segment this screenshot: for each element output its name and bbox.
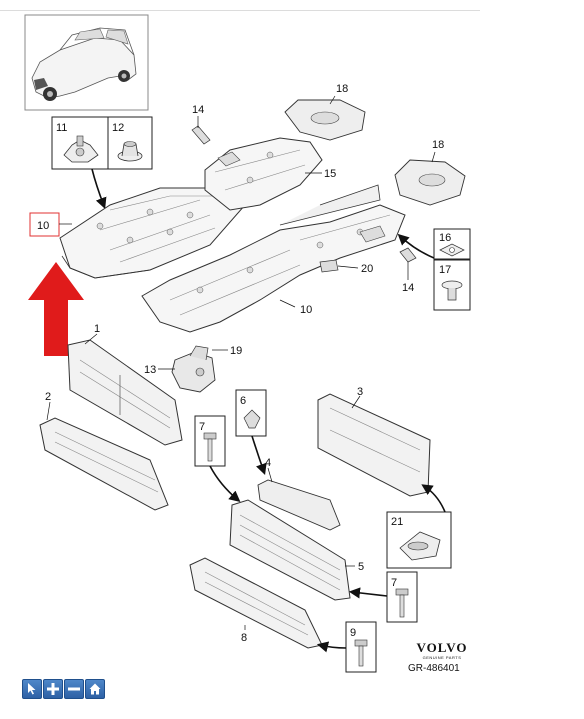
- callout-4[interactable]: 4: [265, 457, 271, 469]
- home-button[interactable]: [85, 679, 105, 699]
- part-14-clip-upper[interactable]: [191, 125, 211, 145]
- part-18-upper[interactable]: [284, 99, 366, 141]
- callout-14-lower[interactable]: 14: [402, 282, 414, 294]
- callout-6[interactable]: 6: [240, 395, 246, 407]
- callout-3[interactable]: 3: [357, 386, 363, 398]
- volvo-logo: VOLVO GENUINE PARTS: [414, 640, 470, 660]
- callout-5[interactable]: 5: [358, 561, 364, 573]
- part-5-shutter-assembly[interactable]: [229, 499, 351, 601]
- callout-7a[interactable]: 7: [199, 421, 205, 433]
- zoom-in-button[interactable]: [43, 679, 63, 699]
- callout-10-lower[interactable]: 10: [300, 304, 312, 316]
- vehicle-thumbnail: [24, 14, 149, 111]
- callout-21[interactable]: 21: [391, 516, 403, 528]
- leader-arrow-21: [421, 484, 446, 513]
- callout-2[interactable]: 2: [45, 391, 51, 403]
- underbody-panel-left[interactable]: [59, 187, 246, 279]
- callout-15[interactable]: 15: [324, 168, 336, 180]
- home-icon: [89, 683, 101, 695]
- callout-7b[interactable]: 7: [391, 577, 397, 589]
- detail-box-17[interactable]: 17: [433, 259, 471, 311]
- detail-box-7b[interactable]: 7: [386, 571, 418, 623]
- header-divider: [0, 0, 480, 11]
- underbody-panel-right[interactable]: [141, 184, 406, 333]
- part-4-rail[interactable]: [257, 479, 341, 531]
- zoom-out-icon: [68, 683, 80, 695]
- callout-13[interactable]: 13: [144, 364, 156, 376]
- highlight-box-10: [29, 212, 60, 237]
- callout-10-highlighted[interactable]: 10: [37, 220, 49, 232]
- part-14-clip-lower[interactable]: [399, 247, 417, 263]
- leader-arrow-6: [251, 435, 267, 476]
- highlight-arrow: [28, 262, 84, 356]
- zoom-in-icon: [47, 683, 59, 695]
- diagram-reference: GR-486401: [408, 663, 460, 674]
- underbody-panel-15[interactable]: [204, 137, 323, 211]
- brand-subtitle: GENUINE PARTS: [422, 655, 462, 660]
- part-18-right[interactable]: [394, 159, 466, 206]
- part-13-bracket[interactable]: [171, 345, 216, 393]
- callout-19[interactable]: 19: [230, 345, 242, 357]
- callout-11[interactable]: 11: [56, 122, 67, 134]
- callout-9[interactable]: 9: [350, 627, 356, 639]
- callout-20[interactable]: 20: [361, 263, 373, 275]
- part-3-frame[interactable]: [317, 393, 431, 497]
- callout-18-upper[interactable]: 18: [336, 83, 348, 95]
- leader-arrow-7b: [348, 587, 388, 599]
- callout-1[interactable]: 1: [94, 323, 100, 335]
- detail-box-7a[interactable]: 7: [194, 415, 226, 467]
- detail-box-16[interactable]: 16: [433, 228, 471, 260]
- detail-box-11[interactable]: 11: [51, 116, 109, 170]
- pointer-button[interactable]: [22, 679, 42, 699]
- detail-box-6[interactable]: 6: [235, 389, 267, 437]
- part-2-deflector[interactable]: [39, 417, 169, 511]
- detail-box-9[interactable]: 9: [345, 621, 377, 673]
- detail-box-12[interactable]: 12: [107, 116, 153, 170]
- callout-12[interactable]: 12: [112, 122, 124, 134]
- leader-arrow-7a: [209, 465, 241, 503]
- callout-18-right[interactable]: 18: [432, 139, 444, 151]
- callout-17[interactable]: 17: [439, 264, 451, 276]
- callout-16[interactable]: 16: [439, 232, 451, 244]
- leader-arrow-9: [316, 641, 347, 653]
- detail-box-21[interactable]: 21: [386, 511, 452, 569]
- zoom-out-button[interactable]: [64, 679, 84, 699]
- leader-arrow-11: [91, 168, 107, 209]
- callout-14-upper[interactable]: 14: [192, 104, 204, 116]
- brand-name: VOLVO: [416, 640, 468, 655]
- callout-8[interactable]: 8: [241, 632, 247, 644]
- leader-arrow-16: [397, 233, 435, 259]
- pointer-icon: [27, 683, 37, 695]
- part-20-bracket[interactable]: [319, 259, 339, 273]
- part-1-shutter[interactable]: [67, 339, 183, 446]
- diagram-toolbar: [22, 679, 105, 699]
